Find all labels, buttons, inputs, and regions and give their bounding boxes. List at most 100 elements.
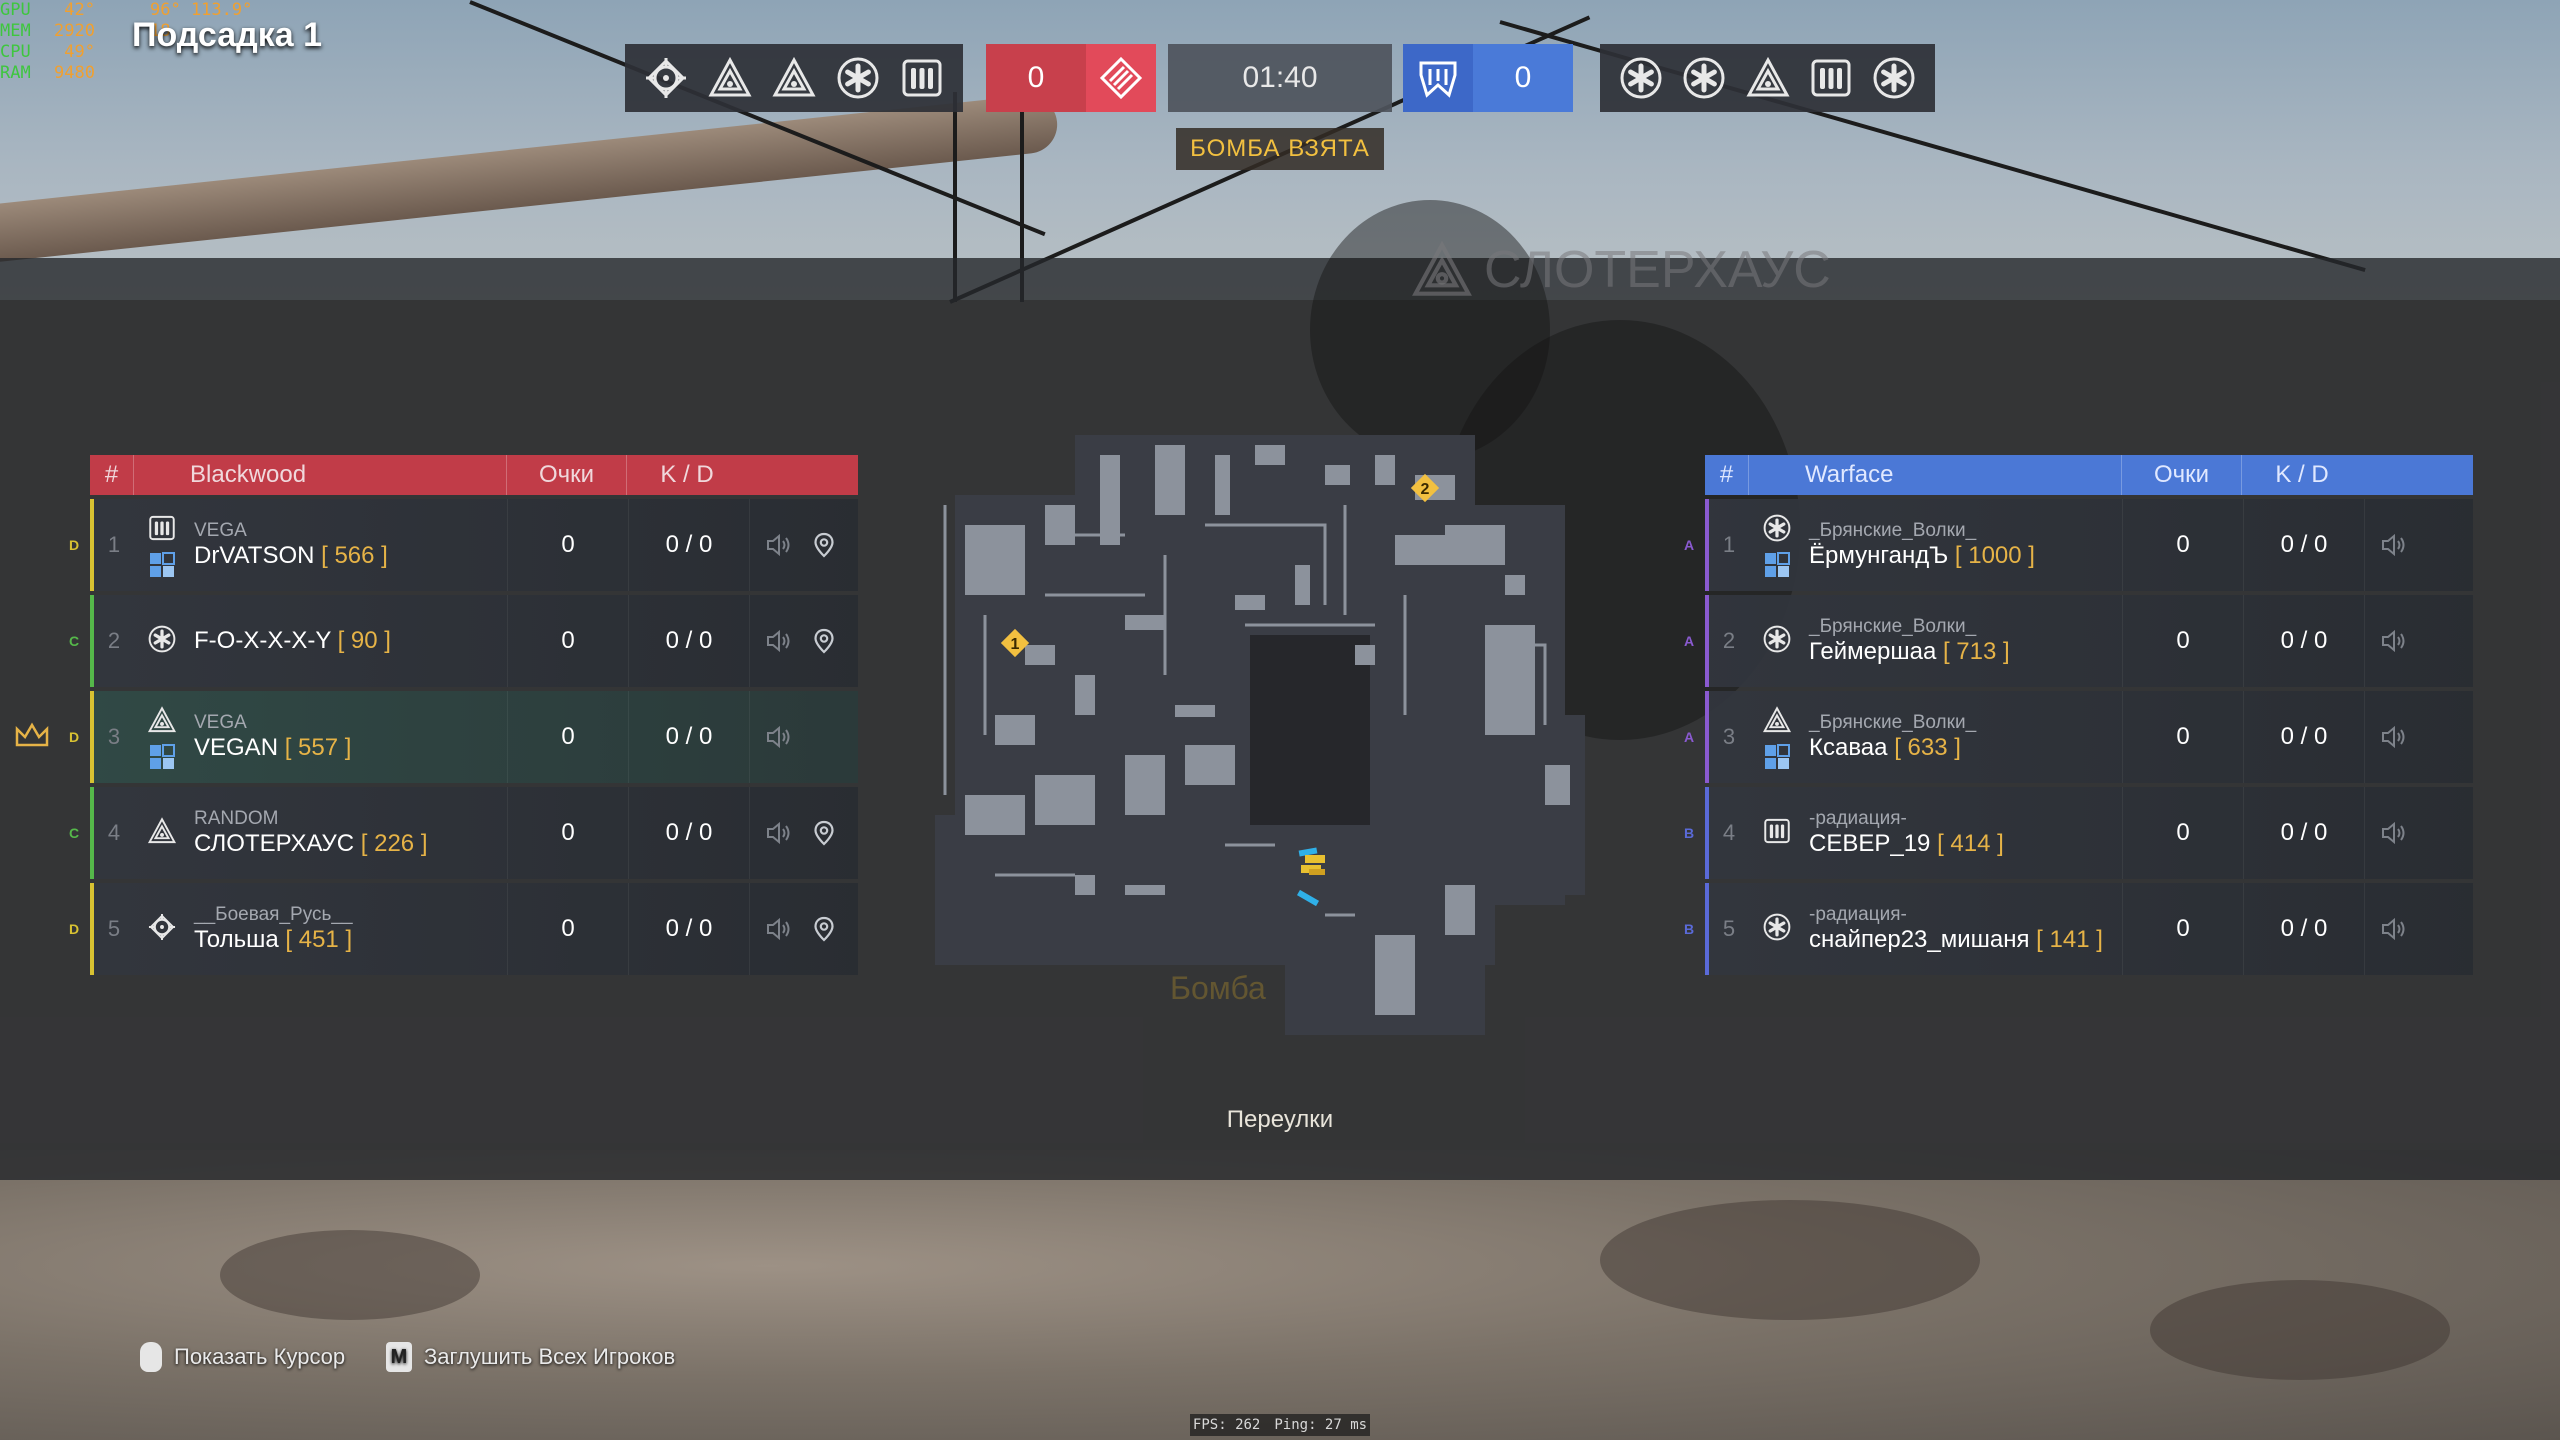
ammo-icon	[1811, 59, 1851, 97]
location-pin-icon[interactable]	[810, 915, 838, 943]
player-level: [ 90 ]	[337, 627, 391, 654]
header-points: Очки	[2122, 455, 2242, 495]
player-class-slot	[1806, 53, 1855, 103]
mute-player-icon[interactable]	[764, 627, 792, 655]
player-class-slot	[769, 53, 819, 103]
mute-player-icon[interactable]	[764, 915, 792, 943]
player-kd: 0 / 0	[628, 595, 749, 687]
player-number: 3	[1722, 724, 1736, 749]
red-team-score: 0	[986, 44, 1156, 112]
bomb-ghost-label: Бомба	[1170, 970, 1266, 1006]
mute-player-icon[interactable]	[2379, 819, 2407, 847]
medic-icon	[1763, 625, 1791, 652]
mute-player-icon[interactable]	[2379, 915, 2407, 943]
svg-text:2: 2	[1421, 481, 1430, 498]
location-pin-icon[interactable]	[810, 627, 838, 655]
show-cursor-hint[interactable]: Показать Курсор	[140, 1342, 345, 1372]
minimap[interactable]: 1 2	[925, 415, 1645, 1035]
player-points: 0	[507, 883, 628, 975]
nick-text: ЁрмунгандЪ	[1809, 542, 1949, 569]
blackwood-header: # Blackwood Очки K / D	[90, 455, 858, 495]
player-number: 1	[1722, 532, 1736, 557]
medic-icon	[837, 57, 879, 99]
player-nick: VEGAN [ 557 ]	[194, 734, 351, 762]
location-pin-icon[interactable]	[810, 531, 838, 559]
player-actions	[749, 691, 858, 783]
delta-rank-icon	[1762, 705, 1792, 732]
rank-icon-group	[1757, 816, 1797, 851]
player-class-slot	[1679, 53, 1728, 103]
bomb-site-marker: 1	[1000, 628, 1030, 658]
player-class-letter: B	[1683, 825, 1695, 841]
squad-badge-icon	[1765, 743, 1790, 769]
medic-icon	[148, 625, 176, 652]
gpu-temps: 96° 113.9°	[150, 0, 253, 20]
class-stripe	[90, 691, 94, 783]
player-name-cell: _Брянские_Волки_ЁрмунгандЪ [ 1000 ]	[1749, 499, 2122, 591]
warface-header: # Warface Очки K / D	[1705, 455, 2473, 495]
player-level: [ 226 ]	[360, 830, 428, 857]
medic-icon	[1873, 57, 1915, 99]
player-points: 0	[507, 787, 628, 879]
player-class-letter: B	[1683, 921, 1695, 937]
clan-name: RANDOM	[194, 808, 279, 829]
class-stripe	[90, 883, 94, 975]
clan-name: VEGA	[194, 520, 247, 541]
player-nick: СЕВЕР_19 [ 414 ]	[1809, 830, 2004, 858]
mute-player-icon[interactable]	[2379, 531, 2407, 559]
player-nick: снайпер23_мишаня [ 141 ]	[1809, 926, 2103, 954]
mute-all-hint[interactable]: M Заглушить Всех Игроков	[386, 1342, 675, 1372]
header-num: #	[1705, 455, 1749, 495]
mode-title: Подсадка 1	[132, 16, 322, 54]
player-nick: ЁрмунгандЪ [ 1000 ]	[1809, 542, 2035, 570]
mem-label: MEM	[0, 21, 31, 41]
mute-player-icon[interactable]	[764, 819, 792, 847]
player-class-slot	[705, 53, 755, 103]
player-markers	[1296, 847, 1325, 907]
player-number: 3	[107, 724, 121, 749]
delta-rank-icon	[1412, 240, 1472, 296]
nick-text: Тольша	[194, 926, 279, 953]
blue-team-score: 0	[1403, 44, 1573, 112]
blue-team-icons	[1600, 44, 1935, 112]
player-actions	[2364, 499, 2473, 591]
player-points: 0	[2122, 499, 2243, 591]
player-class-letter: D	[68, 729, 80, 745]
nick-text: СЕВЕР_19	[1809, 830, 1931, 857]
player-nick: Тольша [ 451 ]	[194, 926, 353, 954]
mute-player-icon[interactable]	[2379, 627, 2407, 655]
mute-player-icon[interactable]	[2379, 723, 2407, 751]
location-pin-icon[interactable]	[810, 819, 838, 847]
nick-text: Геймершаа	[1809, 638, 1937, 665]
show-cursor-label: Показать Курсор	[174, 1344, 346, 1369]
squad-badge-icon	[150, 743, 175, 769]
player-level: [ 566 ]	[321, 542, 388, 569]
player-kd: 0 / 0	[2243, 691, 2364, 783]
mute-player-icon[interactable]	[764, 531, 792, 559]
player-level: [ 141 ]	[2036, 926, 2103, 953]
player-nick: Ксаваа [ 633 ]	[1809, 734, 1976, 762]
player-level: [ 557 ]	[284, 734, 352, 761]
mute-player-icon[interactable]	[764, 723, 792, 751]
warface-emblem-icon	[1403, 44, 1473, 112]
bomb-site-marker: 2	[1410, 473, 1440, 503]
clan-name: _Брянские_Волки_	[1809, 616, 1977, 637]
rank-icon-group	[142, 912, 182, 947]
player-name-cell: -радиация-снайпер23_мишаня [ 141 ]	[1749, 883, 2122, 975]
player-level: [ 633 ]	[1894, 734, 1961, 761]
delta-rank-icon	[147, 816, 177, 843]
player-actions	[749, 595, 858, 687]
ammo-icon	[149, 515, 175, 540]
